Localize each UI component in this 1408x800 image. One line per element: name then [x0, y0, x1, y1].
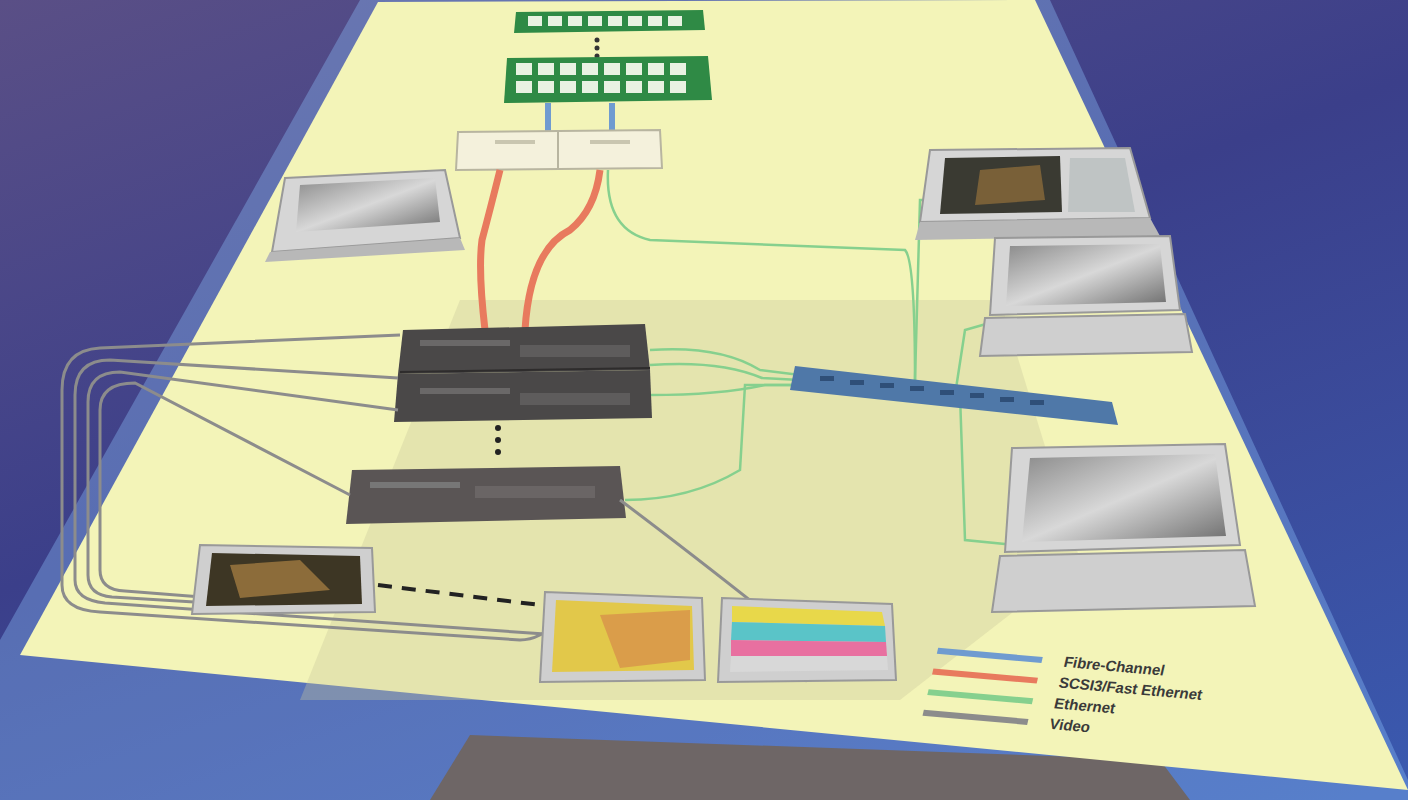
legend-swatch [932, 668, 1038, 683]
server-unit [456, 130, 662, 170]
video-server [394, 324, 652, 422]
ethernet-switch [790, 366, 1118, 425]
legend-swatch [937, 647, 1043, 662]
workstation [915, 148, 1160, 240]
sheet-shadow [300, 300, 1080, 700]
legend-swatch [923, 709, 1029, 724]
video-monitor [718, 598, 896, 682]
video-monitor [192, 545, 375, 614]
ellipsis-dots [495, 425, 501, 455]
workstation [980, 236, 1192, 356]
ellipsis-dots [595, 38, 600, 59]
video-cable [62, 335, 807, 682]
legend-text: Video [1048, 715, 1092, 735]
yellow-sheet [20, 0, 1408, 790]
dashed-connector [378, 585, 540, 605]
scsi-link [481, 170, 600, 330]
legend-text: Ethernet [1053, 694, 1117, 716]
control-terminal [265, 170, 465, 262]
storage-array [514, 10, 705, 33]
video-monitor [540, 592, 705, 682]
video-server [346, 466, 626, 524]
storage-array [504, 56, 712, 103]
legend-swatch [927, 689, 1033, 704]
workstation [992, 444, 1255, 612]
